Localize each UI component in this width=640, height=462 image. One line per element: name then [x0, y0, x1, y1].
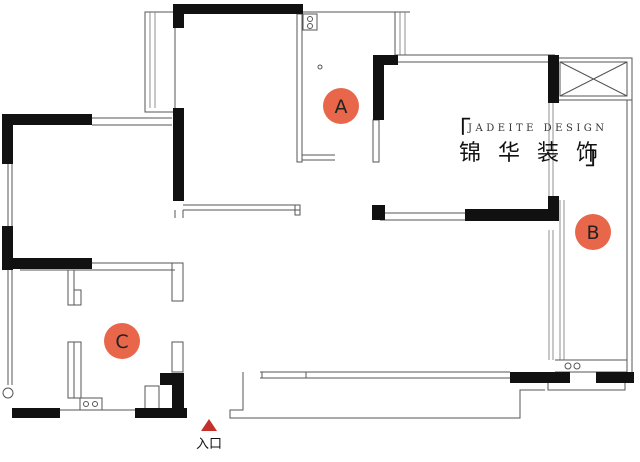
marker-c: C	[104, 323, 140, 359]
entrance: 入口	[196, 419, 222, 452]
marker-b-label: B	[586, 222, 599, 244]
marker-c-circle	[104, 323, 140, 359]
brand-bracket-open: 「	[445, 117, 471, 147]
entrance-arrow-icon	[201, 419, 217, 431]
marker-a-circle	[323, 88, 359, 124]
brand-english: JADEITE DESIGN	[467, 123, 608, 134]
brand-chinese: 锦 华 装 饰	[459, 141, 603, 166]
wall-top	[173, 4, 303, 14]
fixture-a	[302, 13, 318, 31]
wall-outline-a	[296, 13, 303, 163]
brand-bracket-close: 」	[585, 141, 611, 171]
marker-b: B	[575, 214, 611, 250]
entrance-label: 入口	[196, 437, 222, 452]
plan-walls	[2, 4, 634, 418]
marker-a-label: A	[335, 96, 348, 118]
brand-logo: 「 JADEITE DESIGN 锦 华 装 饰 」	[445, 117, 611, 171]
window-outline-tower	[144, 11, 176, 113]
marker-c-label: C	[115, 331, 128, 353]
marker-b-circle	[575, 214, 611, 250]
marker-a: A	[323, 88, 359, 124]
plan-outlines	[2, 11, 633, 419]
